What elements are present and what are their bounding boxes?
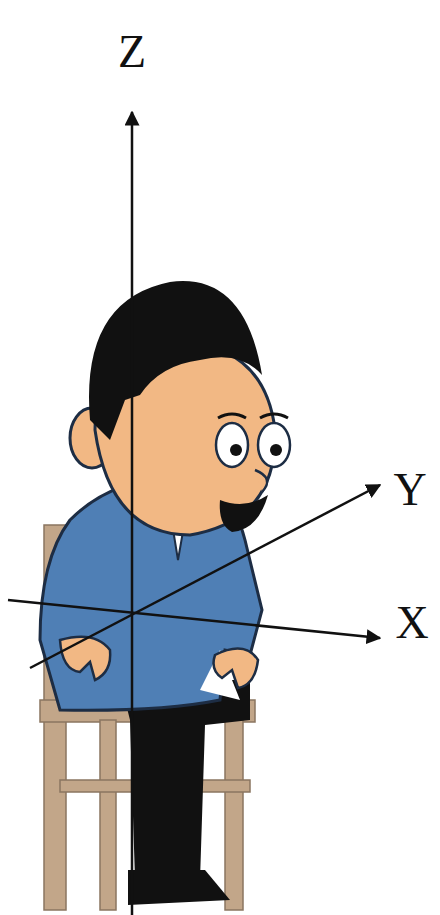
head [70, 281, 290, 535]
axis-label: Z [118, 29, 146, 75]
legs [120, 680, 250, 905]
axis-label: X [395, 600, 428, 646]
axis-label: Y [393, 467, 426, 513]
hands [60, 637, 258, 688]
coordinate-axes [8, 112, 380, 915]
